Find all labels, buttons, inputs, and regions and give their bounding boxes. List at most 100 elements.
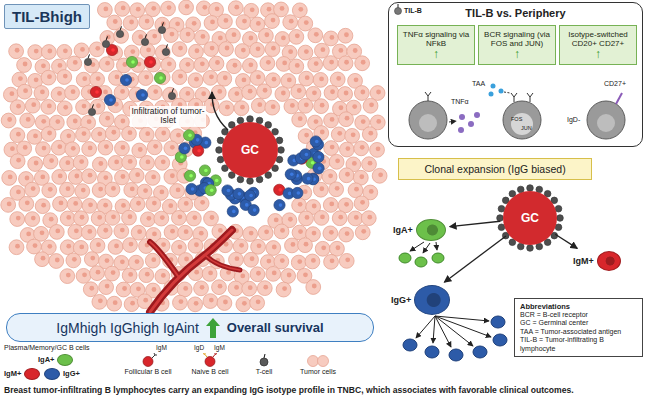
igg-daughter-cells	[435, 316, 489, 321]
immune-cell	[205, 185, 216, 196]
node-text: GC = Germinal center	[520, 319, 637, 327]
gene-label: JUN	[521, 125, 532, 131]
tumor-cell	[217, 71, 232, 86]
tumor-nucleus	[272, 77, 277, 82]
cell-illustration	[511, 113, 533, 135]
tumor-cell	[348, 211, 363, 226]
tumor-nucleus	[194, 270, 199, 275]
immune-cell	[199, 165, 210, 176]
legend-item: IgM+	[4, 368, 40, 380]
tumor-nucleus	[73, 201, 78, 206]
tumor-cell	[323, 56, 338, 71]
immune-cell	[245, 190, 256, 201]
tumor-cell	[99, 57, 114, 72]
tumor-nucleus	[330, 145, 335, 150]
tumor-cell	[76, 127, 91, 142]
cell-illustration	[511, 93, 533, 102]
tumor-nucleus	[234, 285, 239, 290]
immune-cell	[144, 56, 155, 67]
tumor-nucleus	[329, 35, 334, 40]
tumor-nucleus	[305, 215, 310, 220]
tumor-cell	[25, 212, 40, 227]
tumor-nucleus	[282, 61, 287, 66]
tumor-nucleus	[66, 244, 71, 249]
tumor-nucleus	[7, 117, 12, 122]
tumor-nucleus	[319, 186, 324, 191]
tumor-nucleus	[41, 119, 46, 124]
immune-cell	[290, 172, 294, 176]
tumor-nucleus	[152, 34, 157, 39]
legend-icon	[205, 357, 215, 367]
tumor-cell	[228, 281, 243, 296]
tumor-nucleus	[339, 105, 344, 110]
tumor-nucleus	[98, 187, 103, 192]
tumor-cell	[57, 44, 72, 59]
cell-illustration	[474, 112, 480, 118]
tumor-nucleus	[113, 300, 118, 305]
tumor-cell	[99, 57, 114, 72]
tumor-nucleus	[239, 243, 244, 248]
immune-cell	[285, 169, 296, 180]
receptor-label: IgM	[214, 344, 225, 351]
tumor-cell	[250, 295, 265, 310]
tumor-nucleus	[352, 104, 357, 109]
tumor-cell	[242, 281, 257, 296]
tumor-nucleus	[257, 102, 262, 107]
immune-cell	[313, 151, 324, 162]
tumor-cell	[139, 15, 154, 30]
icon-label: TIL-B	[404, 7, 422, 15]
tumor-cell	[323, 226, 338, 241]
immune-cell	[278, 188, 282, 192]
node-text: ↑	[595, 48, 601, 60]
tumor-nucleus	[298, 229, 303, 234]
tumor-cell	[145, 253, 160, 268]
tumor-nucleus	[321, 245, 326, 250]
tumor-nucleus	[168, 203, 173, 208]
tumor-cell	[25, 182, 40, 197]
tumor-cell	[329, 154, 344, 169]
tumor-nucleus	[105, 284, 110, 289]
tumor-nucleus	[73, 60, 78, 65]
tumor-cell	[250, 295, 265, 310]
tumor-nucleus	[103, 89, 108, 94]
node-label: TIL-Bhigh	[12, 8, 82, 25]
tumor-cell	[332, 211, 347, 226]
tumor-nucleus	[55, 119, 60, 124]
tumor-cell	[115, 141, 130, 156]
tumor-cell	[361, 211, 376, 226]
tumor-nucleus	[215, 6, 220, 11]
immune-cell	[159, 76, 163, 80]
tumor-cell	[139, 268, 154, 283]
tumor-cell	[188, 73, 203, 88]
tumor-nucleus	[352, 161, 357, 166]
tumor-cell	[1, 113, 16, 128]
tumor-cell	[194, 196, 209, 211]
tumor-nucleus	[103, 175, 108, 180]
tumor-cell	[217, 296, 232, 311]
tumor-cell	[362, 127, 377, 142]
immune-cell	[179, 143, 190, 154]
tumor-cell	[244, 252, 259, 267]
tumor-cell	[202, 266, 217, 281]
tumor-nucleus	[79, 159, 84, 164]
tumor-cell	[299, 211, 314, 226]
tumor-cell	[60, 240, 75, 255]
tumor-cell	[124, 297, 139, 312]
legend-icon	[213, 353, 217, 357]
tumor-cell	[122, 210, 137, 225]
tumor-cell	[219, 42, 234, 57]
tumor-cell	[211, 85, 226, 100]
immune-cell	[88, 108, 95, 115]
tumor-nucleus	[240, 105, 245, 110]
tumor-nucleus	[16, 132, 21, 137]
tumor-nucleus	[271, 18, 276, 23]
tumor-cell	[265, 100, 280, 115]
tumor-cell	[81, 225, 96, 240]
tumor-cell	[99, 112, 114, 127]
immune-cell	[141, 34, 148, 45]
node-label: Abbreviations	[520, 302, 637, 311]
tumor-cell	[145, 253, 160, 268]
immune-cell	[310, 136, 321, 147]
immune-cell	[300, 149, 311, 160]
node-text: ↑	[433, 48, 439, 60]
